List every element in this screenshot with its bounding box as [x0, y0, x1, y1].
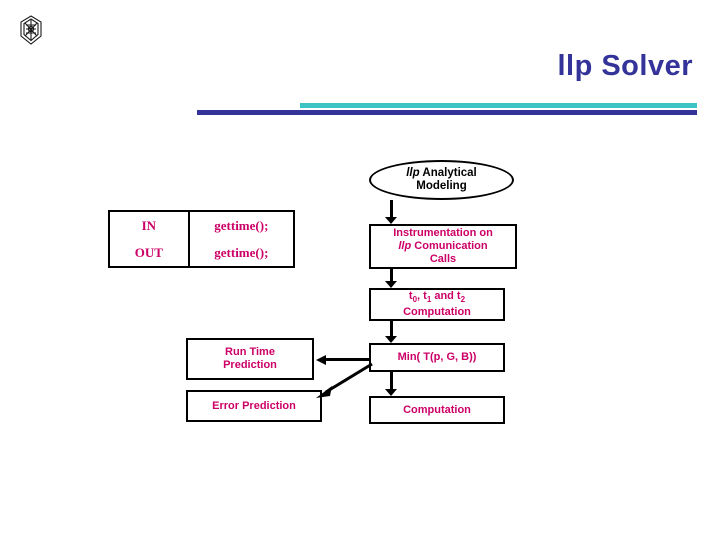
flow-node-t-sub-2: 2: [460, 295, 466, 305]
university-crest-icon: [14, 14, 48, 48]
flow-node-t-sub-1: 1: [426, 295, 432, 305]
flow-node-t-mid: , t: [417, 289, 427, 302]
header-rule-navy: [197, 110, 697, 115]
flow-node-computation: Computation: [369, 396, 505, 424]
connector-min-to-run-time-prediction: [316, 355, 370, 365]
connector-min-to-computation: [382, 372, 402, 396]
flow-node-instrumentation-line1: Instrumentation on: [393, 227, 493, 239]
table-row: IN gettime();: [110, 212, 293, 239]
connector-analytical-to-instrumentation: [382, 200, 402, 224]
header-rule-teal: [300, 103, 697, 108]
flow-node-run-time-line2: Prediction: [223, 359, 277, 371]
flow-node-run-time-prediction: Run Time Prediction: [186, 338, 314, 380]
connector-tcomp-to-min: [382, 321, 402, 343]
flow-node-instrumentation-line3: Calls: [429, 253, 457, 265]
table-cell-call: gettime();: [214, 244, 269, 260]
flow-node-run-time-line1: Run Time: [225, 346, 275, 358]
flow-node-t-prefix: t: [408, 289, 413, 302]
flow-node-instrumentation-line2: Comunication: [411, 240, 488, 252]
flow-node-computation-label: Computation: [403, 403, 471, 416]
connector-computation-to-error-prediction: [312, 362, 374, 402]
flow-node-t-computation-label: Computation: [403, 306, 471, 319]
table-row: OUT gettime();: [110, 239, 293, 266]
table-cell-call: gettime();: [214, 217, 269, 233]
flow-node-analytical-emphasis: llp: [406, 167, 420, 179]
flow-node-min-t: Min( T(p, G, B)): [369, 343, 505, 372]
flow-node-analytical-modeling: llp Analytical Modeling: [369, 160, 514, 200]
flow-node-instrumentation: Instrumentation on llp Comunication Call…: [369, 224, 517, 269]
instrumentation-table: IN gettime(); OUT gettime();: [108, 210, 295, 268]
connector-instrumentation-to-tcomp: [382, 269, 402, 289]
flow-node-t-computation: t0, t1 and t2 Computation: [369, 288, 505, 321]
flow-node-t-mid2: and t: [431, 289, 461, 302]
flow-node-instrumentation-emphasis: llp: [398, 240, 412, 252]
flow-node-t-sub-0: 0: [412, 295, 418, 305]
flow-node-error-prediction-label: Error Prediction: [212, 399, 296, 412]
flow-node-analytical-label-line2: Modeling: [416, 180, 467, 192]
table-cell-direction: IN: [110, 212, 190, 239]
page-title: llp Solver: [557, 50, 693, 82]
flow-node-analytical-label: Analytical: [419, 167, 477, 179]
flow-node-error-prediction: Error Prediction: [186, 390, 322, 422]
table-cell-direction: OUT: [110, 239, 190, 266]
flow-node-min-label: Min( T(p, G, B)): [397, 351, 477, 363]
